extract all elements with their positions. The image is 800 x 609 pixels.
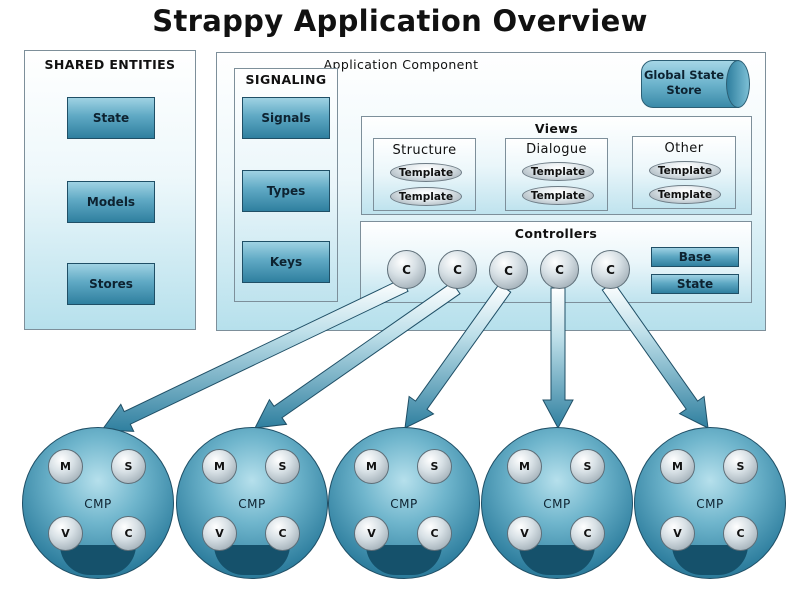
global-state-store-line2: Store bbox=[666, 83, 702, 97]
controller-node-2: C bbox=[438, 250, 477, 289]
base-block: Base bbox=[651, 247, 739, 267]
cmp-label: CMP bbox=[543, 497, 571, 511]
shared-entities-label: SHARED ENTITIES bbox=[44, 57, 176, 72]
views-label: Views bbox=[534, 121, 579, 136]
cmp-view-node: V bbox=[202, 516, 237, 551]
cmp-controller-node: C bbox=[111, 516, 146, 551]
cmp-store-node: S bbox=[417, 449, 452, 484]
cmp-view-node: V bbox=[354, 516, 389, 551]
structure-template-1: Template bbox=[390, 163, 462, 182]
other-template-2: Template bbox=[649, 185, 721, 204]
application-component-label: Application Component bbox=[323, 57, 479, 72]
controller-node-3: C bbox=[489, 251, 528, 290]
cmp-store-node: S bbox=[265, 449, 300, 484]
cmp-controller-node: C bbox=[265, 516, 300, 551]
cmp-model-node: M bbox=[48, 449, 83, 484]
global-state-store-line1: Global State bbox=[643, 68, 725, 82]
cmp-store-node: S bbox=[111, 449, 146, 484]
cmp-controller-node: C bbox=[417, 516, 452, 551]
keys-block: Keys bbox=[242, 241, 330, 283]
signaling-panel: SIGNALING Signals Types Keys bbox=[234, 68, 338, 302]
dialogue-template-2: Template bbox=[522, 186, 594, 205]
cmp-label: CMP bbox=[390, 497, 418, 511]
cmp-controller-node: C bbox=[570, 516, 605, 551]
cmp-label: CMP bbox=[238, 497, 266, 511]
cmp-label: CMP bbox=[696, 497, 724, 511]
cmp-model-node: M bbox=[354, 449, 389, 484]
cmp-4: CMP M S V C bbox=[481, 427, 633, 579]
cmp-view-node: V bbox=[507, 516, 542, 551]
controller-node-1: C bbox=[387, 250, 426, 289]
cmp-view-node: V bbox=[48, 516, 83, 551]
cmp-store-node: S bbox=[570, 449, 605, 484]
cmp-controller-node: C bbox=[723, 516, 758, 551]
dialogue-label: Dialogue bbox=[526, 142, 587, 157]
cmp-model-node: M bbox=[660, 449, 695, 484]
stores-block: Stores bbox=[67, 263, 155, 305]
global-state-store-label: Global State Store bbox=[641, 68, 727, 98]
state-controller-block: State bbox=[651, 274, 739, 294]
cmp-1: CMP M S V C bbox=[22, 427, 174, 579]
cmp-label: CMP bbox=[84, 497, 112, 511]
signaling-label: SIGNALING bbox=[245, 72, 327, 87]
global-state-store-cap bbox=[726, 60, 750, 108]
cmp-model-node: M bbox=[507, 449, 542, 484]
cmp-model-node: M bbox=[202, 449, 237, 484]
cmp-3: CMP M S V C bbox=[328, 427, 480, 579]
other-label: Other bbox=[664, 141, 704, 156]
cmp-2: CMP M S V C bbox=[176, 427, 328, 579]
controller-node-5: C bbox=[591, 250, 630, 289]
state-block: State bbox=[67, 97, 155, 139]
models-block: Models bbox=[67, 181, 155, 223]
cmp-view-node: V bbox=[660, 516, 695, 551]
cmp-store-node: S bbox=[723, 449, 758, 484]
types-block: Types bbox=[242, 170, 330, 212]
cmp-5: CMP M S V C bbox=[634, 427, 786, 579]
structure-label: Structure bbox=[392, 143, 457, 158]
controller-node-4: C bbox=[540, 250, 579, 289]
signals-block: Signals bbox=[242, 97, 330, 139]
diagram-title: Strappy Application Overview bbox=[152, 4, 648, 38]
other-template-1: Template bbox=[649, 161, 721, 180]
controllers-label: Controllers bbox=[514, 226, 598, 241]
shared-entities-panel: SHARED ENTITIES State Models Stores bbox=[24, 50, 196, 330]
dialogue-template-1: Template bbox=[522, 162, 594, 181]
structure-template-2: Template bbox=[390, 187, 462, 206]
